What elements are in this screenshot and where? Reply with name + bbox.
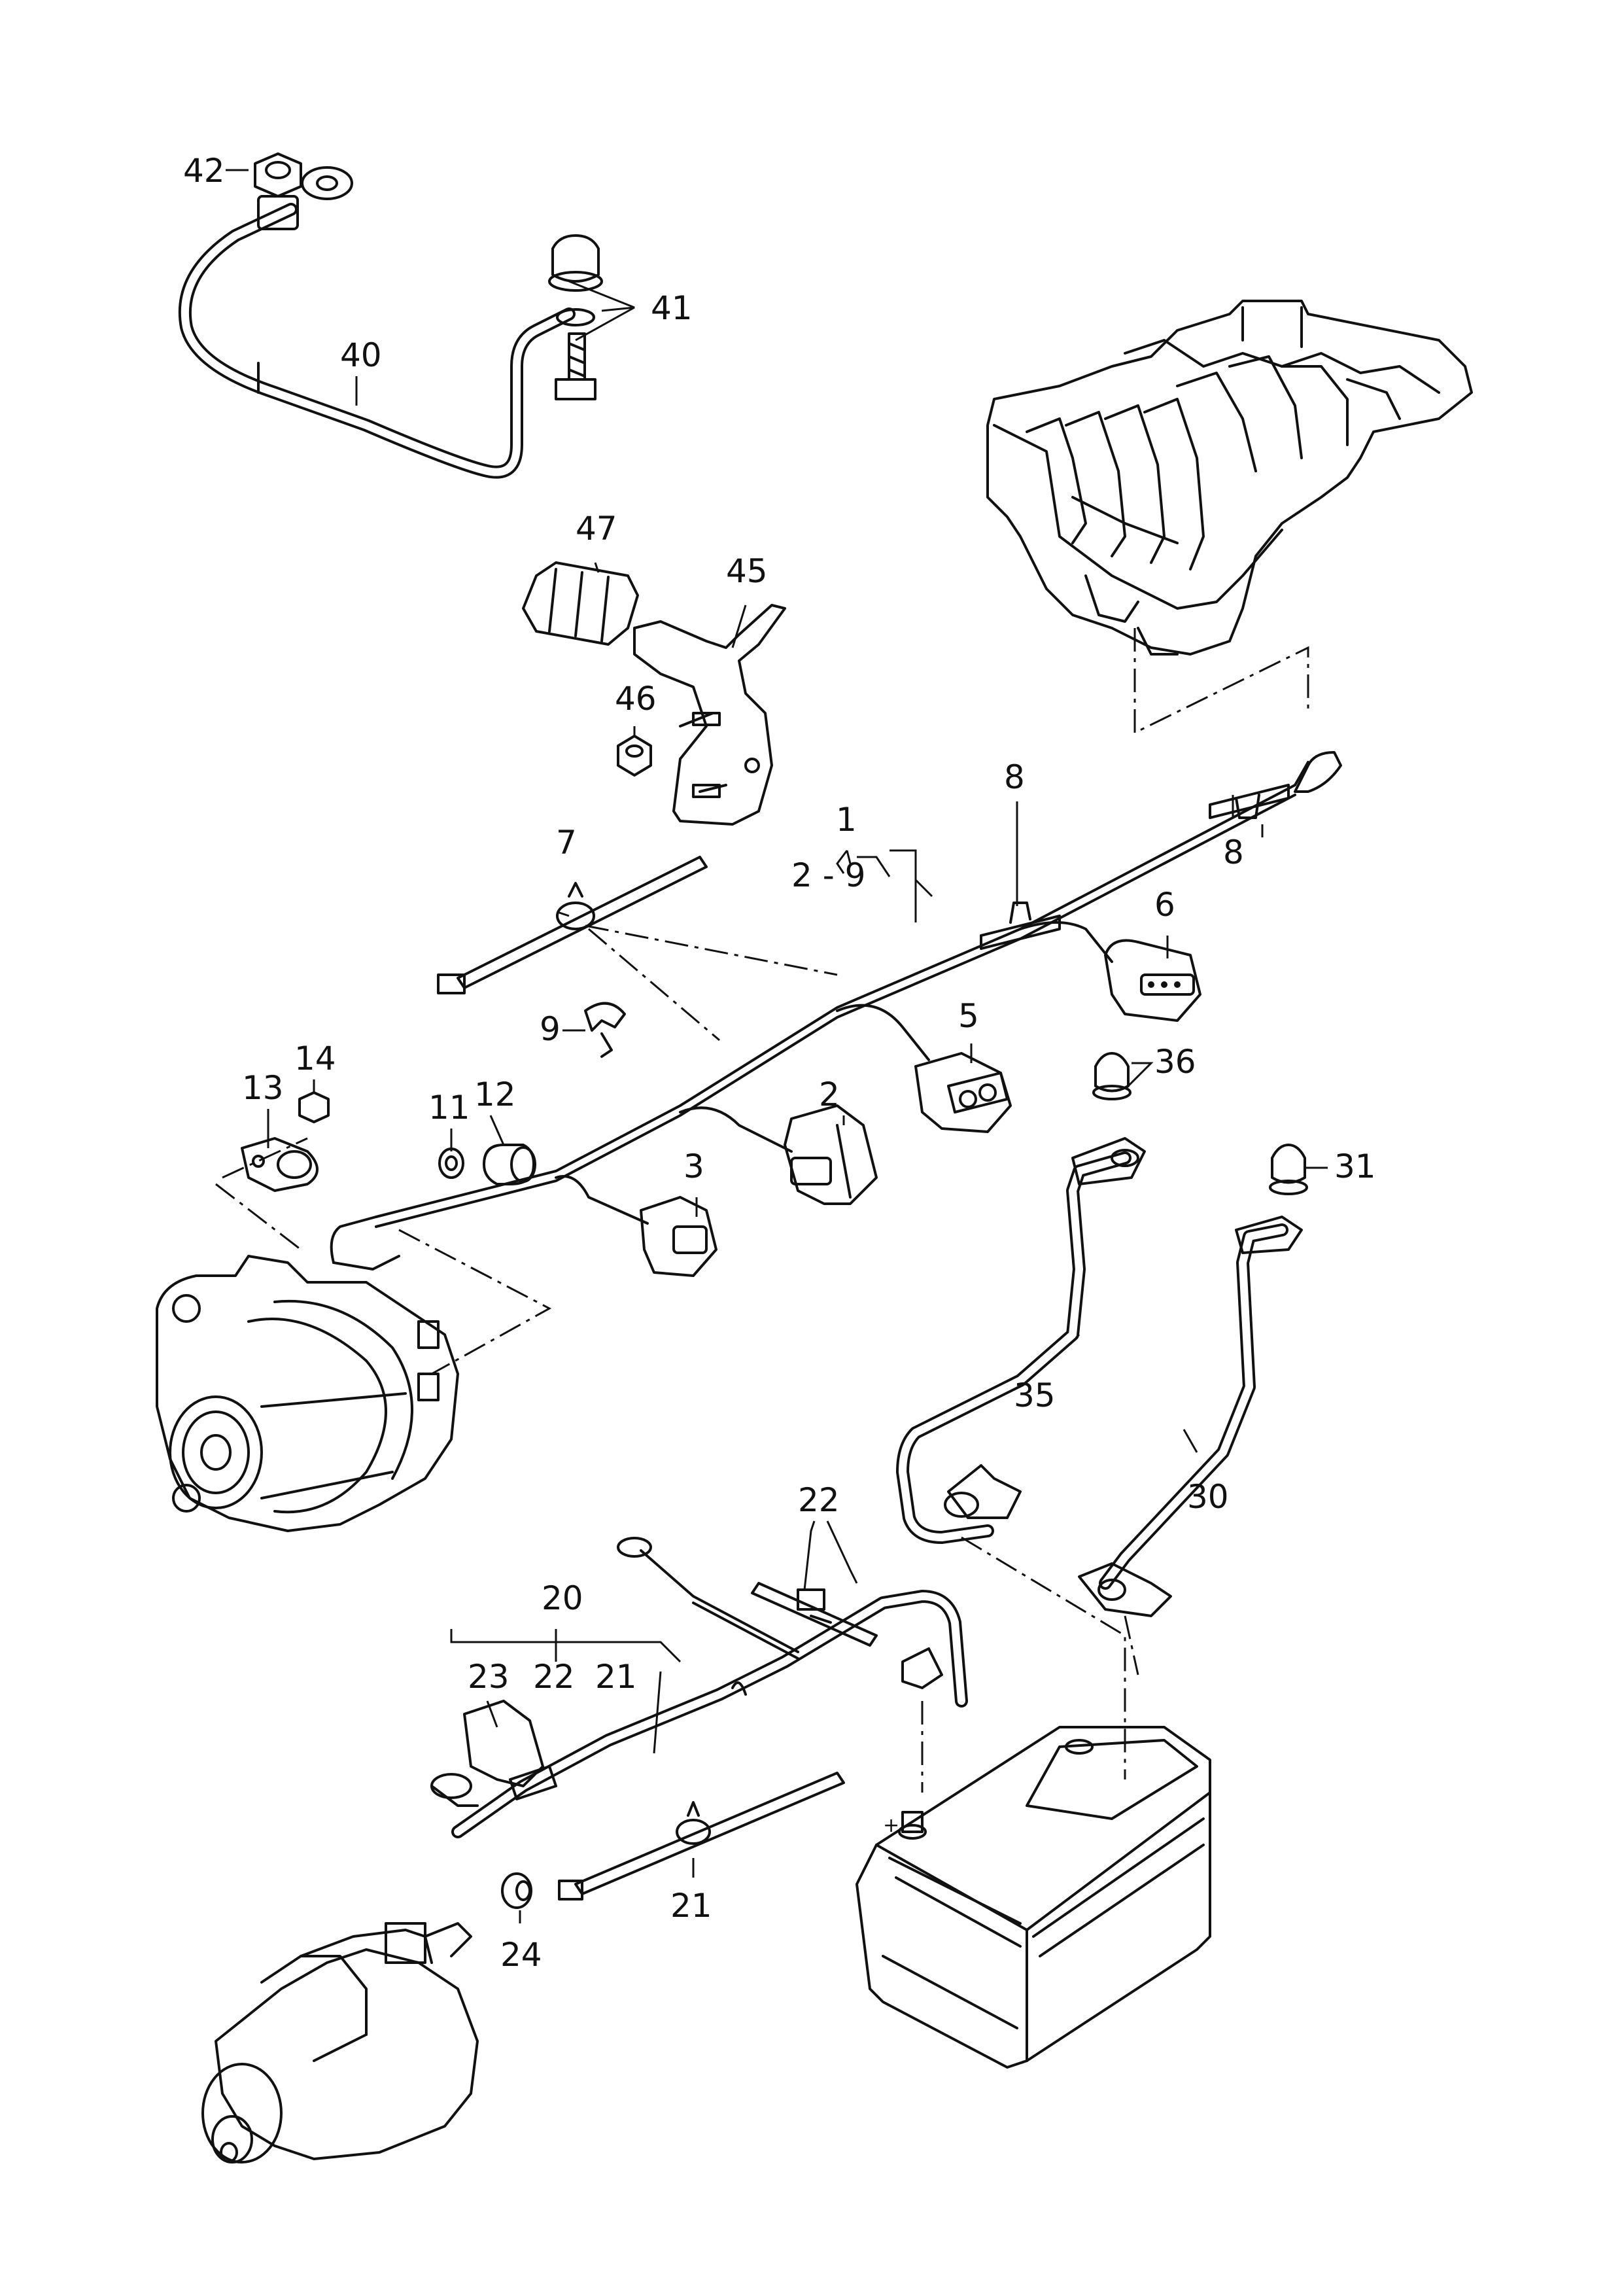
callout-31: 31 (1334, 1148, 1376, 1185)
callout-35: 35 (1014, 1376, 1056, 1414)
callout-20-22: 22 (533, 1658, 575, 1696)
nut-42 (254, 152, 302, 198)
callout-20: 20 (542, 1579, 583, 1617)
callout-3: 3 (683, 1148, 704, 1185)
leader-lines (226, 169, 1328, 1923)
callout-46: 46 (615, 680, 657, 718)
battery-harness-20 (451, 1537, 968, 1838)
battery-ref-line-2 (1124, 1615, 1139, 1675)
fuse-relay-box (986, 300, 1473, 656)
callout-labels: 42 41 40 47 45 46 8 1 2 - 9 8 7 6 9 5 36… (183, 152, 1376, 1974)
battery: + (855, 1726, 1211, 2069)
callout-9: 9 (540, 1010, 561, 1048)
alternator-ref-line-2 (398, 1229, 552, 1375)
cable-tie-7 (437, 856, 838, 1042)
cap-47 (522, 561, 639, 646)
callout-1: 1 (836, 801, 857, 839)
callout-40: 40 (340, 336, 382, 374)
callout-2: 2 (819, 1076, 840, 1113)
clamp-13 (241, 1137, 319, 1192)
harness-clip-8-right (1209, 784, 1290, 819)
starter-motor (201, 1922, 479, 2164)
callout-47: 47 (576, 510, 617, 548)
callout-45: 45 (726, 552, 768, 590)
callout-20-23: 23 (468, 1658, 510, 1696)
callout-30: 30 (1187, 1478, 1229, 1516)
main-wiring-harness-1 (330, 751, 1342, 1271)
battery-ref-line-1 (961, 1536, 1126, 1779)
grommet-12 (483, 1144, 536, 1185)
bolt-41 (548, 234, 603, 400)
bracket-45 (633, 604, 786, 826)
bolt-36 (1092, 1052, 1132, 1100)
cable-tie-22 (751, 1582, 878, 1647)
connector-2 (784, 1104, 878, 1205)
callout-24: 24 (500, 1936, 542, 1974)
nut-14 (298, 1091, 330, 1123)
clamp-23 (430, 1700, 544, 1807)
callout-5: 5 (958, 997, 979, 1035)
cable-tie-21 (558, 1772, 845, 1901)
callout-11: 11 (428, 1089, 470, 1127)
washer-24 (501, 1872, 532, 1909)
callout-36: 36 (1154, 1043, 1196, 1081)
callout-22: 22 (798, 1481, 840, 1519)
callout-8-right: 8 (1223, 833, 1244, 871)
harness-clip-8-left (980, 902, 1061, 950)
callout-13: 13 (242, 1069, 284, 1107)
connector-5 (914, 1052, 1012, 1133)
clip-9 (584, 1002, 626, 1058)
battery-cable-30 (1078, 1216, 1303, 1617)
callout-14: 14 (294, 1040, 336, 1077)
connector-6 (1104, 939, 1201, 1022)
svg-text:+: + (883, 1814, 899, 1837)
alternator-ref-line-1 (215, 1137, 308, 1251)
callout-7: 7 (556, 824, 577, 862)
callout-42: 42 (183, 152, 225, 190)
callout-8-left: 8 (1004, 758, 1025, 796)
seal-11 (438, 1148, 464, 1179)
callout-20-21: 21 (595, 1658, 637, 1696)
callout-21: 21 (670, 1887, 712, 1925)
connector-3 (640, 1196, 717, 1277)
fuse-box-ref-line (1133, 628, 1309, 735)
ground-strap-40 (178, 166, 576, 479)
alternator (156, 1255, 459, 1532)
callout-41: 41 (651, 289, 693, 327)
nut-46 (617, 735, 652, 777)
nut-31 (1269, 1144, 1308, 1195)
ground-strap-35 (896, 1137, 1146, 1544)
callout-1-range: 2 - 9 (791, 856, 865, 894)
callout-12: 12 (474, 1076, 516, 1113)
callout-6: 6 (1154, 886, 1175, 924)
